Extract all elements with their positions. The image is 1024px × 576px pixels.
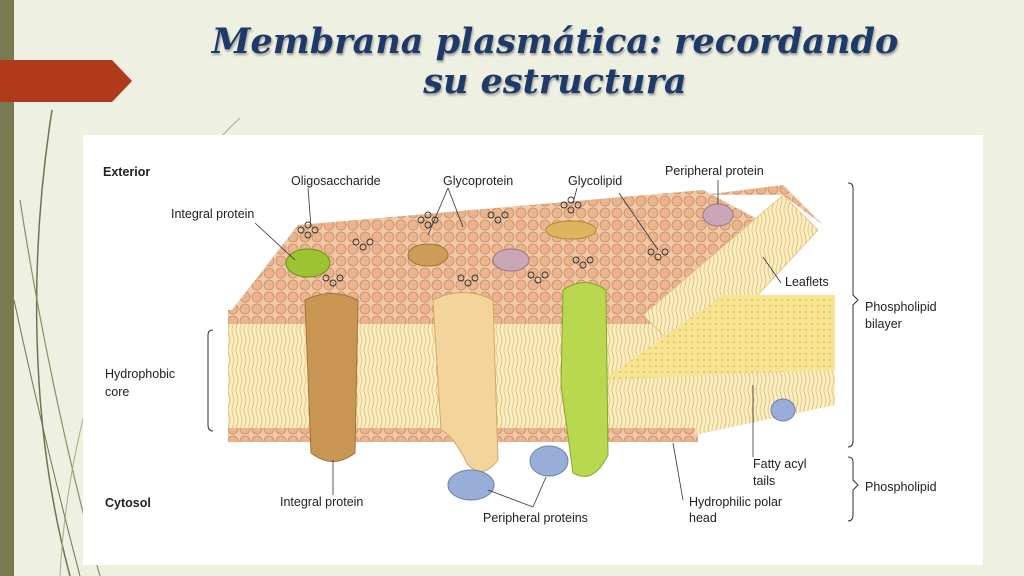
label-phospholipid-bilayer-1: Phospholipid	[865, 300, 937, 314]
label-hydrophilic-head-1: Hydrophilic polar	[689, 495, 783, 509]
label-integral-protein-bottom: Integral protein	[280, 495, 364, 509]
integral-protein-pale	[432, 292, 499, 472]
integral-protein-green	[560, 282, 609, 477]
label-hydrophobic-core-2: core	[105, 385, 130, 399]
label-oligosaccharide: Oligosaccharide	[291, 174, 381, 188]
membrane-illustration	[207, 180, 859, 522]
label-phospholipid: Phospholipid	[865, 480, 937, 494]
label-peripheral-proteins: Peripheral proteins	[483, 511, 588, 525]
left-accent-bar	[0, 0, 14, 576]
slide-title-line-2: su estructura	[423, 61, 687, 102]
glycoprotein-bump	[407, 243, 449, 267]
label-fatty-acyl-tails-2: tails	[753, 474, 776, 488]
peripheral-protein-top	[702, 203, 734, 227]
brackets	[207, 182, 859, 522]
label-hydrophilic-head-2: head	[689, 511, 717, 525]
lower-leaflet-side	[695, 370, 835, 435]
integral-protein-green-top	[285, 248, 331, 278]
label-cytosol: Cytosol	[105, 496, 151, 510]
label-glycolipid: Glycolipid	[568, 174, 623, 188]
label-phospholipid-bilayer-2: bilayer	[865, 317, 902, 331]
label-hydrophobic-core-1: Hydrophobic	[105, 367, 176, 381]
title-arrow-marker	[0, 60, 132, 102]
upper-leaflet-heads	[703, 185, 823, 225]
peripheral-protein-bottom-3	[770, 398, 796, 422]
slide-title-line-1: Membrana plasmática: recordando	[211, 21, 899, 62]
hydrophobic-core-surface	[603, 295, 835, 380]
peripheral-protein-bottom-1	[447, 469, 495, 501]
integral-protein-brown	[304, 293, 359, 462]
label-leaflets: Leaflets	[785, 275, 829, 289]
label-glycoprotein: Glycoprotein	[443, 174, 514, 188]
surface-protein-pink	[492, 248, 530, 272]
slide-title: Membrana plasmática: recordando su estru…	[130, 22, 980, 102]
peripheral-protein-bottom-2	[529, 445, 569, 477]
leader-lines	[254, 180, 782, 508]
membrane-diagram: Exterior Oligosaccharide Glycoprotein Gl…	[83, 135, 983, 565]
label-fatty-acyl-tails-1: Fatty acyl	[753, 457, 807, 471]
label-peripheral-protein: Peripheral protein	[665, 164, 764, 178]
glycolipid-bump	[545, 220, 597, 240]
label-integral-protein-top: Integral protein	[171, 207, 255, 221]
label-exterior: Exterior	[103, 165, 151, 179]
oligosaccharide-chains	[297, 196, 669, 287]
